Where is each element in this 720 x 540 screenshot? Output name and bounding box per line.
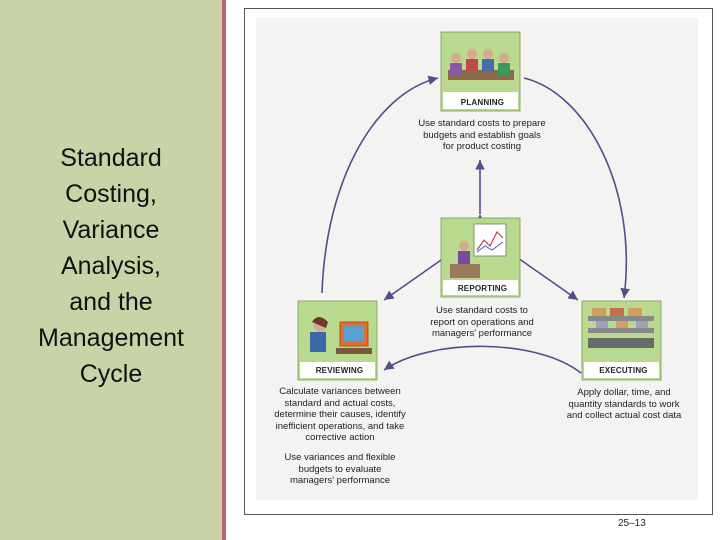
reporting-label: REPORTING [457, 284, 508, 293]
reporting-tile [440, 217, 521, 298]
page-number: 25–13 [618, 518, 646, 529]
reviewing-tile [297, 300, 378, 381]
planning-description: Use standard costs to prepare budgets an… [418, 118, 546, 152]
planning-tile [440, 31, 521, 112]
reviewing-description-2: Use variances and flexible budgets to ev… [284, 452, 396, 486]
spoke-reporting-executing [507, 248, 579, 301]
reviewing-description: Calculate variances between standard and… [274, 386, 406, 443]
reviewing-label: REVIEWING [315, 366, 364, 375]
arc-reviewing-to-planning [321, 75, 439, 294]
reporting-description: Use standard costs to report on operatio… [430, 305, 534, 339]
executing-description: Apply dollar, time, and quantity standar… [566, 387, 682, 421]
panel-divider [222, 0, 226, 540]
management-cycle-diagram [297, 31, 662, 381]
executing-label: EXECUTING [599, 366, 648, 375]
planning-label: PLANNING [460, 98, 505, 107]
executing-tile [581, 300, 662, 381]
spoke-reporting-reviewing [383, 248, 455, 301]
arc-planning-to-executing [523, 77, 630, 299]
slide-title: Standard Costing, Variance Analysis, and… [38, 144, 184, 388]
left-title-panel [0, 0, 222, 540]
arc-executing-to-reviewing [383, 345, 582, 374]
